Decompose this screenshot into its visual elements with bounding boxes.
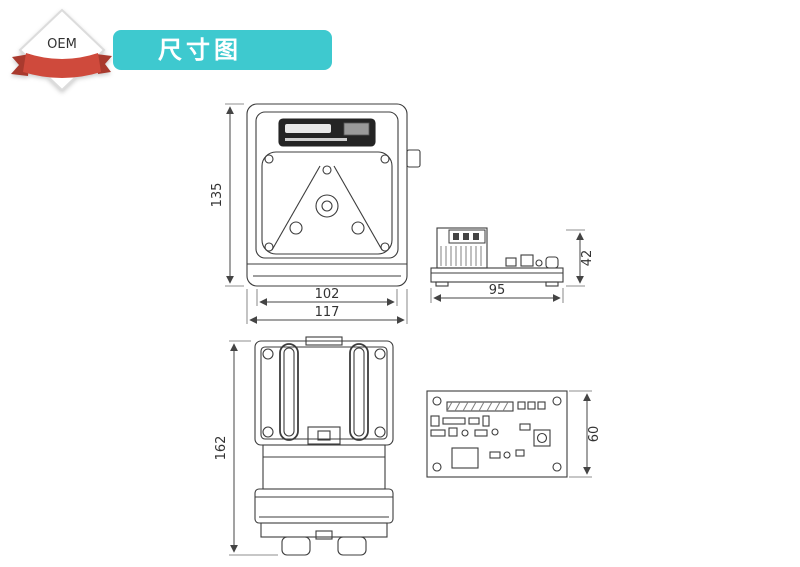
roller-left — [289, 221, 303, 235]
clamp-lever — [406, 149, 421, 168]
rail-right — [349, 343, 369, 441]
title-bar: 尺寸图 — [113, 30, 332, 70]
badge-label: OEM — [47, 37, 77, 52]
page-title: 尺寸图 — [158, 36, 242, 64]
front-view-dimensions: 135 102 117 — [210, 103, 408, 324]
power-socket — [533, 429, 551, 447]
dim-pcb-height: 60 — [587, 426, 602, 443]
rail-left — [279, 343, 299, 441]
bottom-view-dimensions: 162 — [214, 340, 278, 556]
roller-right — [351, 221, 365, 235]
oem-badge: OEM — [11, 8, 112, 92]
bottom-view-drawing: 162 — [214, 336, 394, 556]
pcb-connector-slot — [446, 401, 514, 412]
pcb-view-dimensions: 60 — [569, 390, 602, 478]
pcb-view-drawing: 60 — [426, 390, 602, 478]
ribbon-band — [23, 53, 101, 78]
side-view-drawing: 42 95 — [430, 227, 595, 303]
dim-side-width: 95 — [489, 283, 506, 298]
front-view-drawing: 135 102 117 — [210, 103, 421, 324]
dim-side-height: 42 — [580, 250, 595, 267]
foot-right — [337, 536, 367, 556]
dim-front-width-outer: 117 — [315, 305, 340, 320]
dim-front-height: 135 — [210, 183, 225, 208]
roller-window — [261, 151, 393, 255]
rotor-hub — [315, 194, 339, 218]
motor-block — [436, 227, 488, 269]
pcb-board — [426, 390, 568, 478]
foot-left — [281, 536, 311, 556]
side-view-dimensions: 42 95 — [430, 229, 595, 303]
dim-front-width-inner: 102 — [315, 287, 340, 302]
dim-bottom-height: 162 — [214, 436, 229, 461]
